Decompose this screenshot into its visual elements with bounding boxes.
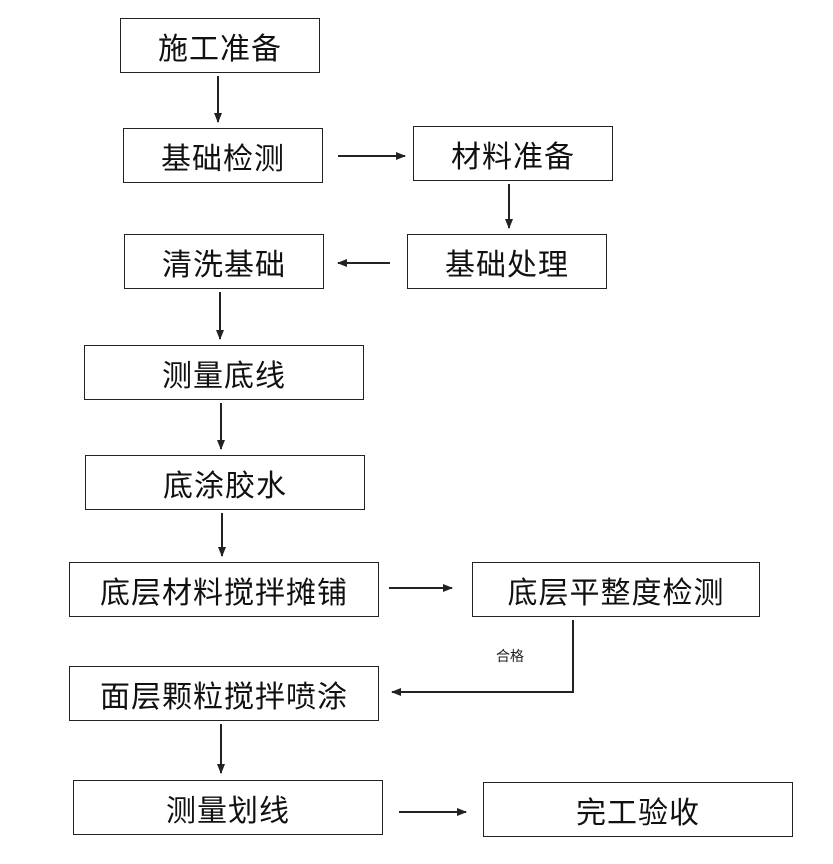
step-label: 清洗基础 [162, 247, 286, 283]
step-label: 底涂胶水 [163, 468, 287, 504]
arrow-flatness-check-to-top-coat [391, 620, 574, 696]
step-base-flatness-check: 底层平整度检测 [472, 562, 760, 617]
step-label: 完工验收 [576, 795, 700, 831]
step-label: 测量划线 [166, 793, 290, 829]
step-base-layer-mix-paving: 底层材料搅拌摊铺 [69, 562, 379, 617]
step-foundation-inspection: 基础检测 [123, 128, 323, 183]
step-label: 基础处理 [445, 247, 569, 283]
step-foundation-treatment: 基础处理 [407, 234, 607, 289]
step-label: 底层平整度检测 [507, 575, 725, 611]
connector-label-qualified: 合格 [496, 649, 524, 665]
step-material-prep: 材料准备 [413, 126, 613, 181]
step-label: 材料准备 [451, 139, 575, 175]
step-primer-glue: 底涂胶水 [85, 455, 365, 510]
step-completion-acceptance: 完工验收 [483, 782, 793, 837]
step-top-layer-spray: 面层颗粒搅拌喷涂 [69, 666, 379, 721]
step-line-marking: 测量划线 [73, 780, 383, 835]
step-baseline-measure: 测量底线 [84, 345, 364, 400]
step-label: 面层颗粒搅拌喷涂 [100, 679, 348, 715]
step-foundation-cleaning: 清洗基础 [124, 234, 324, 289]
step-label: 施工准备 [158, 31, 282, 67]
step-construction-prep: 施工准备 [120, 18, 320, 73]
step-label: 底层材料搅拌摊铺 [100, 575, 348, 611]
step-label: 测量底线 [162, 358, 286, 394]
step-label: 基础检测 [161, 141, 285, 177]
